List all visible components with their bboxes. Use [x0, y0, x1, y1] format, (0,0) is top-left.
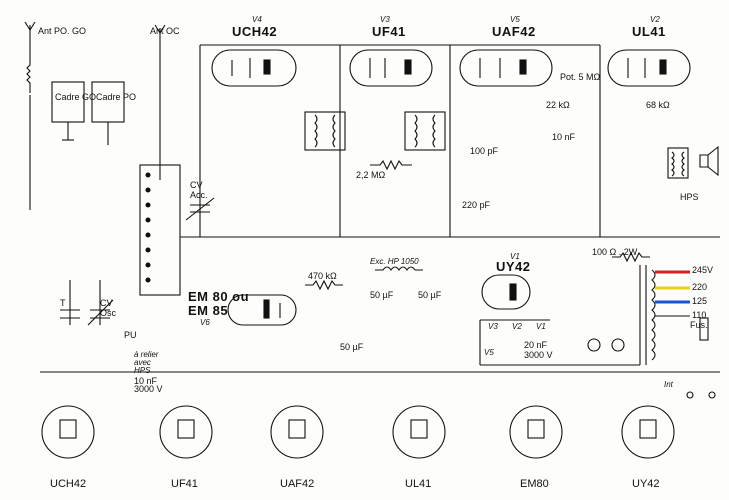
int-label: Int	[664, 380, 673, 389]
tube-v2-type: UL41	[632, 24, 666, 39]
fuse-icon	[699, 317, 709, 341]
c-20nf-label: 20 nF	[524, 340, 548, 350]
r-100-2w-label: 100 Ω . 2W	[592, 247, 638, 257]
tube-v3-type: UF41	[372, 24, 406, 39]
antenna-oc-label: Ant OC	[150, 26, 180, 36]
tap-125-label: 125	[692, 296, 708, 306]
wave-switch-icon	[139, 164, 181, 296]
r-68k-label: 68 kΩ	[646, 100, 670, 110]
tube-v4-ref: V4	[252, 15, 262, 24]
heater-v2-label: V2	[512, 322, 522, 331]
tube-v6-icon	[227, 294, 297, 326]
tap-245-label: 245V	[692, 265, 714, 275]
r-2-2m-label: 2,2 MΩ	[356, 170, 386, 180]
exc-hp-label: Exc. HP 1050	[370, 257, 419, 266]
tube-v2-ref: V2	[650, 15, 660, 24]
pu-label: PU	[124, 330, 137, 340]
c-10nf-a-label: 10 nF	[134, 376, 158, 386]
tube-v6-type-b: EM 85	[188, 303, 229, 318]
pilot-lamp-1-icon	[587, 338, 601, 352]
tube-v2-icon	[607, 49, 691, 87]
tube-v5-icon	[459, 49, 553, 87]
cv-osc-label: CV	[100, 298, 113, 308]
frame-po-icon	[91, 81, 125, 123]
c-220pf-label: 220 pF	[462, 200, 491, 210]
tube-v3-ref: V3	[380, 15, 390, 24]
tube-v3-icon	[349, 49, 433, 87]
heater-v3-label: V3	[488, 322, 498, 331]
frame-go-label: Cadre GO	[55, 92, 97, 102]
frame-go-icon	[51, 81, 85, 123]
c-100pf-label: 100 pF	[470, 146, 499, 156]
speaker-icon	[699, 145, 719, 177]
mains-transformer-icon	[639, 265, 656, 365]
tube-v6-type-a: EM 80 ou	[188, 289, 250, 304]
tube-v1-type: UY42	[496, 259, 531, 274]
socket-em80-icon	[509, 405, 563, 459]
relier-1: à relier	[134, 350, 159, 359]
hp-excitation-icon	[375, 266, 423, 271]
output-transformer-icon	[667, 147, 689, 179]
socket-ul41-icon	[392, 405, 446, 459]
tube-v1-icon	[481, 274, 531, 310]
tube-v5-ref: V5	[510, 15, 520, 24]
tube-v1-ref: V1	[510, 252, 520, 261]
acc-label: Acc.	[190, 190, 208, 200]
tap-220-label: 220	[692, 282, 708, 292]
c-50uf-a-label: 50 µF	[370, 290, 394, 300]
tap-110-label: 110	[692, 310, 707, 320]
socket-label-uaf42: UAF42	[280, 478, 315, 490]
socket-uaf42-icon	[270, 405, 324, 459]
cv-trim-icon	[60, 280, 80, 325]
socket-label-uch42: UCH42	[50, 478, 87, 490]
if-transformer-1-icon	[304, 111, 346, 151]
c-20nf-voltage: 3000 V	[524, 350, 553, 360]
resistor-100-2w	[612, 251, 650, 263]
pilot-lamp-2-icon	[611, 338, 625, 352]
socket-label-uy42: UY42	[632, 478, 660, 490]
r-470k-label: 470 kΩ	[308, 271, 337, 281]
pot-5m-label: Pot. 5 MΩ	[560, 72, 601, 82]
c-50uf-b-label: 50 µF	[418, 290, 442, 300]
socket-label-ul41: UL41	[405, 478, 432, 490]
hps-label: HPS	[680, 192, 699, 202]
mains-plug-icon	[686, 391, 694, 399]
resistor-2-2m	[370, 159, 412, 171]
c-10nf-label: 10 nF	[552, 132, 576, 142]
heater-v5-label: V5	[484, 348, 494, 357]
r-22k-label: 22 kΩ	[546, 100, 570, 110]
cv-osc-icon	[87, 280, 114, 326]
c-50uf-c-label: 50 µF	[340, 342, 364, 352]
frame-po-label: Cadre PO	[96, 92, 137, 102]
socket-uch42-icon	[41, 405, 95, 459]
c-10nf-a-voltage: 3000 V	[134, 384, 163, 394]
resistor-ant	[26, 55, 31, 93]
osc-label: Osc	[100, 308, 117, 318]
fuse-label: Fus.	[690, 320, 708, 330]
socket-label-em80: EM80	[520, 478, 549, 490]
if-transformer-2-icon	[404, 111, 446, 151]
socket-uy42-icon	[621, 405, 675, 459]
resistor-470k	[305, 279, 343, 291]
antenna-oc-icon	[154, 24, 166, 80]
antenna-po-go-icon	[24, 21, 36, 55]
t-label: T	[60, 298, 66, 308]
tube-v6-ref: V6	[200, 318, 210, 327]
cv-acc-label: CV	[190, 180, 203, 190]
socket-label-uf41: UF41	[171, 478, 198, 490]
antenna-po-go-label: Ant PO. GO	[38, 26, 87, 36]
socket-uf41-icon	[159, 405, 213, 459]
cv-acc-icon	[185, 197, 215, 221]
relier-2: avec	[134, 358, 151, 367]
heater-v1-label: V1	[536, 322, 546, 331]
relier-3: HPS	[134, 366, 151, 375]
tube-v4-icon	[211, 49, 297, 87]
tube-v4-type: UCH42	[232, 24, 278, 39]
tube-v5-type: UAF42	[492, 24, 536, 39]
